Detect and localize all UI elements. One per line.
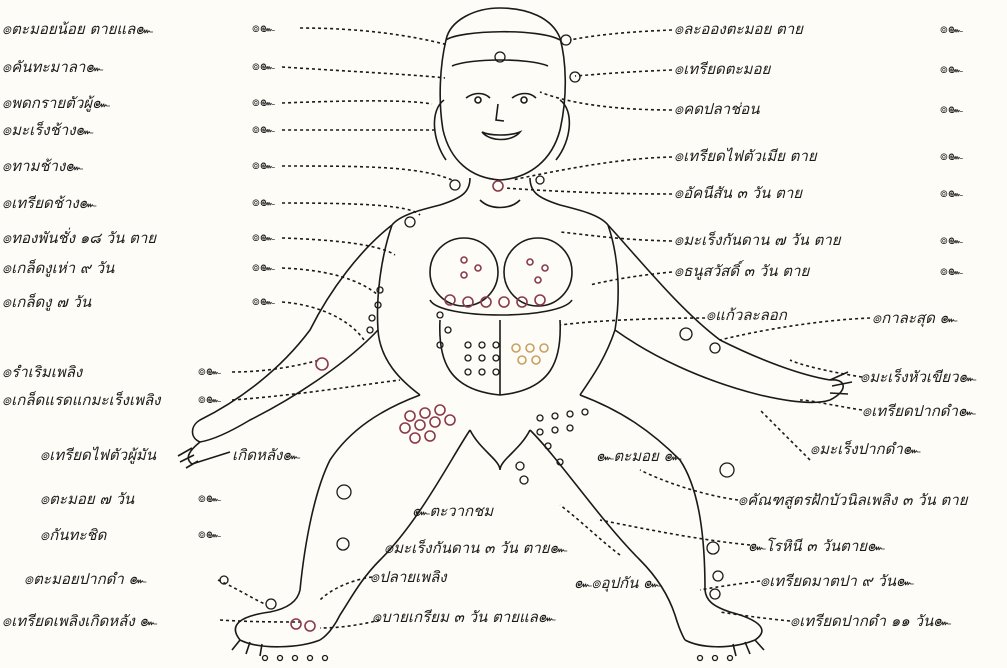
label-mid-11: ๛๏อุปกัน ๛ [574, 574, 661, 592]
label-mid-15: ๏บายเกรียม ๓ วัน ตายแล๛ [372, 608, 555, 626]
mark-left-11: ๏๛ [198, 392, 221, 408]
label-left-11: ๏เกล็ดแรดแกมะเร็งเพลิง [2, 391, 161, 409]
mark-left-10: ๏๛ [198, 364, 221, 380]
mark-right-6: ๏๛ [940, 233, 963, 249]
label-left-7: ๏ทองพันชั่ง ๑๘ วัน ตาย [2, 229, 156, 247]
label-left-1: ๏ตะมอยน้อย ตายแล๛ [2, 20, 153, 38]
label-right-7: ๏ธนูสวัสดิ์ ๓ วัน ตาย [674, 262, 809, 280]
label-right-1: ๏ละอองตะมอย ตาย [674, 20, 803, 38]
marking-points [220, 35, 734, 661]
label-mid-12: ๏เทรียดมาตปา ๙ วัน๛ [760, 572, 913, 590]
label-left-5: ๏ทามช้าง๛ [2, 157, 83, 175]
label-left-6: ๏เทรียดช้าง๛ [2, 194, 96, 212]
label-mid-8: ๛ตะวากชม [412, 502, 493, 520]
label-left-14: ๏กันทะชิด [40, 526, 106, 544]
mark-left-4: ๏๛ [252, 122, 275, 138]
label-right-5: ๏อัคนีสัน ๓ วัน ตาย [674, 184, 802, 202]
mark-left-9: ๏๛ [252, 294, 275, 310]
mark-left-2: ๏๛ [252, 59, 275, 75]
label-left-16: ๏เทรียดเพลิงเกิดหลัง ๛ [2, 612, 157, 630]
gold-points [512, 344, 548, 364]
label-mid-14: ๏ปลายเพลิง [370, 568, 447, 586]
label-mid-5: ๏มะเร็งปากดำ๛ [810, 440, 920, 458]
label-mid-1: ๏แก้วละลอก [706, 306, 787, 324]
mark-left-1: ๏๛ [252, 21, 275, 37]
label-mid-9: ๏มะเร็งกันดาน ๓ วัน ตาย๛ [384, 539, 567, 557]
label-right-6: ๏มะเร็งกันดาน ๗ วัน ตาย [674, 231, 841, 249]
mark-right-2: ๏๛ [940, 62, 963, 78]
label-mid-2: ๏กาละสุด ๛ [872, 309, 957, 327]
mark-right-3: ๏๛ [940, 102, 963, 118]
label-mid-13: ๏เทรียดปากดำ ๑๑ วัน๛ [790, 612, 951, 630]
label-right-2: ๏เทรียดตะมอย [674, 60, 770, 78]
label-left-13: ๏ตะมอย ๗ วัน [40, 490, 134, 508]
label-left-10: ๏รำเริมเพลิง [2, 363, 82, 381]
label-mid-4: ๏เทรียดปากดำ๛ [862, 402, 975, 420]
mark-right-4: ๏๛ [940, 149, 963, 165]
label-right-4: ๏เทรียดไฟตัวเมีย ตาย [674, 147, 817, 165]
label-mid-10: ๛โรหินี ๓ วันตาย๛ [748, 537, 884, 555]
label-left-8: ๏เกล็ดงูเห่า ๙ วัน [2, 259, 114, 277]
label-left-3: ๏พดกรายตัวผู้๛ [2, 94, 109, 112]
label-mid-16: เกิดหลัง๛ [232, 446, 300, 464]
label-mid-7: ๏คัณฑสูตรฝักบัวนิลเพลิง ๓ วัน ตาย [738, 491, 968, 509]
mark-left-3: ๏๛ [252, 95, 275, 111]
colored-points [291, 181, 548, 631]
label-left-2: ๏คันทะมาลา๛ [2, 58, 103, 76]
label-left-12: ๏เทรียดไฟตัวผู้มัน [40, 446, 156, 464]
label-left-9: ๏เกล็ดงู ๗ วัน [2, 293, 91, 311]
label-mid-6: ๛ตะมอย ๛ [596, 447, 681, 465]
mark-left-14: ๏๛ [198, 527, 221, 543]
mark-left-8: ๏๛ [252, 260, 275, 276]
mark-left-7: ๏๛ [252, 230, 275, 246]
label-left-4: ๏มะเร็งช้าง๛ [2, 121, 93, 139]
mark-right-5: ๏๛ [940, 186, 963, 202]
mark-right-7: ๏๛ [940, 264, 963, 280]
mark-left-6: ๏๛ [252, 195, 275, 211]
mark-right-1: ๏๛ [940, 22, 963, 38]
mark-left-5: ๏๛ [252, 158, 275, 174]
label-left-15: ๏ตะมอยปากดำ ๛ [24, 570, 146, 588]
label-right-3: ๏คดปลาช่อน [674, 100, 760, 118]
label-mid-3: ๏มะเร็งหัวเขียว๛ [860, 368, 976, 386]
mark-left-13: ๏๛ [198, 491, 221, 507]
